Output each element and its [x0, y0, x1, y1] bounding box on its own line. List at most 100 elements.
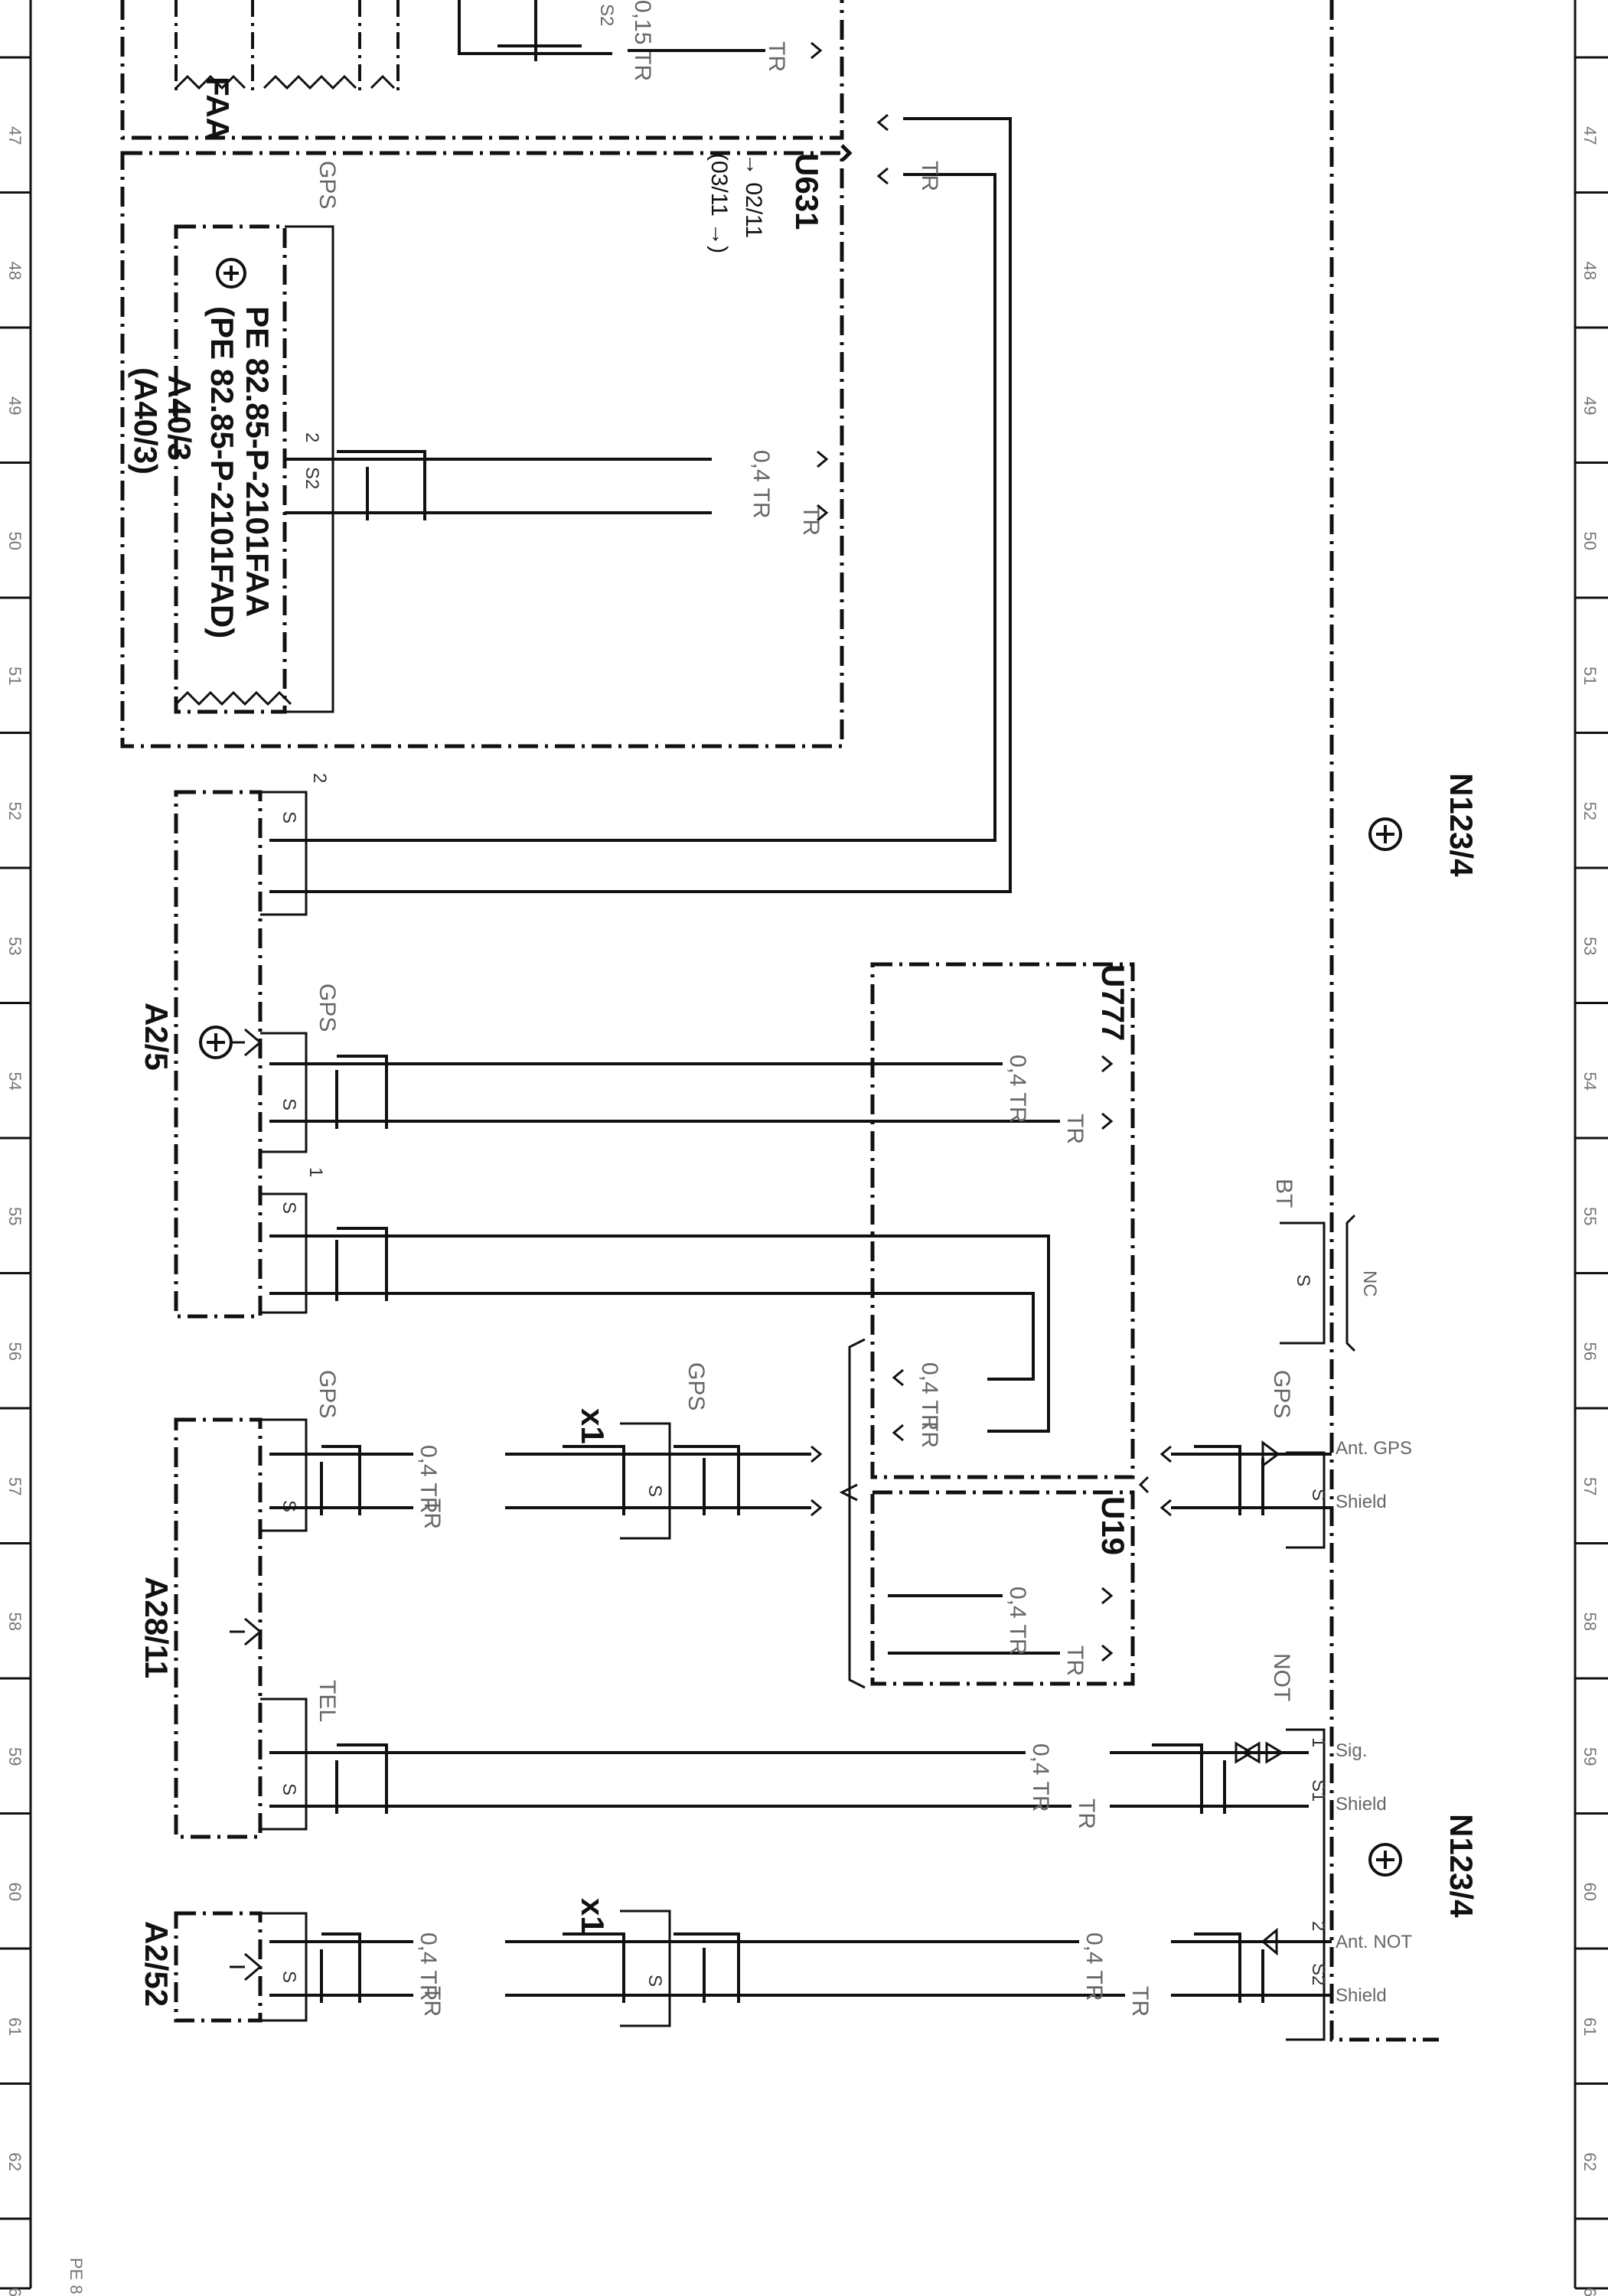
- a40-3-pe1: PE 82.85-P-2101FAA: [240, 306, 276, 617]
- s2-a40-3: S2: [302, 467, 322, 489]
- ruler-number: 58: [5, 1613, 24, 1631]
- antenna-icon-a40-3: [216, 258, 246, 289]
- x1-label-gps: x1: [575, 1408, 611, 1444]
- ruler-number: 48: [5, 262, 24, 280]
- ruler-number: 52: [5, 802, 24, 820]
- u19-label: U19: [1095, 1496, 1131, 1555]
- s1-not: S1: [1308, 1779, 1329, 1802]
- ruler-number: 59: [1580, 1747, 1600, 1766]
- ruler-number: 56: [1580, 1342, 1600, 1361]
- wire-tr-a2-5: TR: [1062, 1114, 1088, 1144]
- a40-3-pe2: (PE 82.85-P-2101FAD): [204, 306, 240, 638]
- antenna-icon-a2-52: [230, 1952, 263, 1981]
- gps-label-n123: GPS: [1269, 1370, 1294, 1418]
- right-ruler: 4748495051525354555657585960616263: [1574, 0, 1608, 2296]
- a28-11-label: A28/11: [139, 1577, 174, 1678]
- ruler-number: 61: [5, 2017, 24, 2036]
- wire-04-tr-a28-gps: 0,4 TR: [416, 1445, 441, 1514]
- s-a2-5-mid: S: [279, 1098, 299, 1110]
- gps-label-a40-3: GPS: [315, 161, 340, 209]
- bt-label: BT: [1271, 1179, 1297, 1208]
- ruler-number: 62: [1580, 2153, 1600, 2171]
- s-a2-5-bot: S: [279, 1202, 299, 1214]
- ruler-number: 60: [1580, 1883, 1600, 1901]
- ruler-number: 63: [1580, 2288, 1600, 2296]
- wire-tr-a2-52-left: TR: [419, 1986, 445, 2017]
- ruler-number: 49: [5, 396, 24, 415]
- u777-module: U777 0,4 TR TR: [870, 962, 1135, 1479]
- ruler-number: 51: [5, 667, 24, 685]
- s-x1-a2-52: S: [644, 1975, 665, 1987]
- a2-5-component: A2/5 2 S GPS S 1 S 0,4 TR TR: [139, 773, 1114, 1433]
- ruler-number: 62: [5, 2153, 24, 2171]
- pin1-a2-5: 1: [305, 1167, 326, 1177]
- s-a2-5-top: S: [279, 811, 299, 823]
- wire-04-tr-u777: 0,4 TR: [917, 1362, 942, 1431]
- ruler-number: 54: [5, 1072, 24, 1091]
- u631-ref-b: (03/11 →): [706, 153, 732, 253]
- a28-11-component: A28/11 GPS S TEL S 0,4 TR TR x1 GPS S 0,…: [139, 1362, 1309, 1839]
- ruler-number: 50: [1580, 532, 1600, 550]
- wire-tr-u631-right: TR: [917, 161, 942, 191]
- n123-4-module: N123/4 N123/4 BT S NC GPS S Ant. GPS Shi…: [1138, 0, 1479, 2042]
- x1-label-a2-52: x1: [575, 1898, 611, 1934]
- u19-module: U19 0,4 TR TR: [839, 1338, 1135, 1689]
- ruler-number: 53: [1580, 937, 1600, 955]
- nc-label: NC: [1359, 1270, 1380, 1297]
- s-a2-52: S: [279, 1971, 299, 1983]
- wire-04-tr-tel: 0,4 TR: [1028, 1743, 1053, 1812]
- ant-not-label: Ant. NOT: [1336, 1932, 1412, 1952]
- u631-label: U631: [789, 153, 825, 230]
- s-n123-gps: S: [1308, 1489, 1329, 1501]
- s-x1-gps: S: [644, 1485, 665, 1497]
- a40-3-label: A40/3: [161, 375, 197, 461]
- wire-tr-a28-gps: TR: [419, 1499, 445, 1529]
- wire-04-tr-a2-5: 0,4 TR: [1005, 1055, 1030, 1124]
- wire-tr-u19: TR: [1062, 1645, 1088, 1676]
- s-a28-11-bot: S: [279, 1783, 299, 1795]
- wire-04-tr-a2-52-right: 0,4 TR: [1081, 1932, 1107, 2001]
- a2-5-label: A2/5: [139, 1003, 174, 1071]
- ruler-number: 47: [5, 126, 24, 145]
- wire-tr-u777: TR: [917, 1417, 942, 1448]
- ruler-number: 55: [1580, 1207, 1600, 1225]
- x1-connector-a2-52: [620, 1910, 671, 2027]
- gps-label-x1: GPS: [683, 1362, 709, 1411]
- ruler-number: 49: [1580, 396, 1600, 415]
- u631-module: U631 → 02/11 (03/11 →) PE 82.85-P-2101FA…: [120, 144, 853, 748]
- wire-04-tr-u19: 0,4 TR: [1005, 1587, 1030, 1655]
- pin1-not: 1: [1308, 1737, 1329, 1747]
- u631-ref-a: → 02/11: [741, 153, 766, 238]
- n123-4-label-bottom: N123/4: [1443, 1814, 1479, 1918]
- antenna-icon-n123-4-bottom: [1368, 1843, 1402, 1877]
- shield-not-label: Shield: [1336, 1794, 1387, 1815]
- tel-label: TEL: [315, 1680, 340, 1722]
- s-bt: S: [1293, 1274, 1313, 1287]
- shield-gps-label: Shield: [1336, 1492, 1387, 1512]
- ruler-number: 50: [5, 532, 24, 550]
- ruler-number: 51: [1580, 667, 1600, 685]
- ruler-number: 52: [1580, 802, 1600, 820]
- antenna-icon-a2-5: [199, 1026, 263, 1059]
- faa-fragment-label: FAA: [200, 77, 236, 141]
- x1-connector-gps: [620, 1422, 671, 1540]
- sig-label: Sig.: [1336, 1740, 1367, 1761]
- a40-3-alt-label: (A40/3): [128, 367, 164, 475]
- left-ruler: 4748495051525354555657585960616263: [0, 0, 32, 2296]
- ruler-number: 47: [1580, 126, 1600, 145]
- ruler-number: 53: [5, 937, 24, 955]
- a2-52-component: A2/52 S 0,4 TR TR x1 S 0,4 TR TR: [139, 1898, 1332, 2027]
- wire-04-tr-a40-3: 0,4 TR: [749, 450, 774, 519]
- ruler-number: 59: [5, 1747, 24, 1766]
- wire-tr-top: TR: [764, 41, 789, 72]
- ruler-number: 57: [1580, 1477, 1600, 1495]
- shield-ant-not-label: Shield: [1336, 1985, 1387, 2006]
- wire-tr-tel: TR: [1074, 1799, 1099, 1829]
- s2-label-top: S2: [596, 4, 617, 26]
- ruler-number: 60: [5, 1883, 24, 1901]
- gps-label-a28-11: GPS: [315, 1370, 340, 1418]
- u777-label: U777: [1095, 964, 1131, 1041]
- ruler-number: 58: [1580, 1613, 1600, 1631]
- ruler-number: 63: [5, 2288, 24, 2296]
